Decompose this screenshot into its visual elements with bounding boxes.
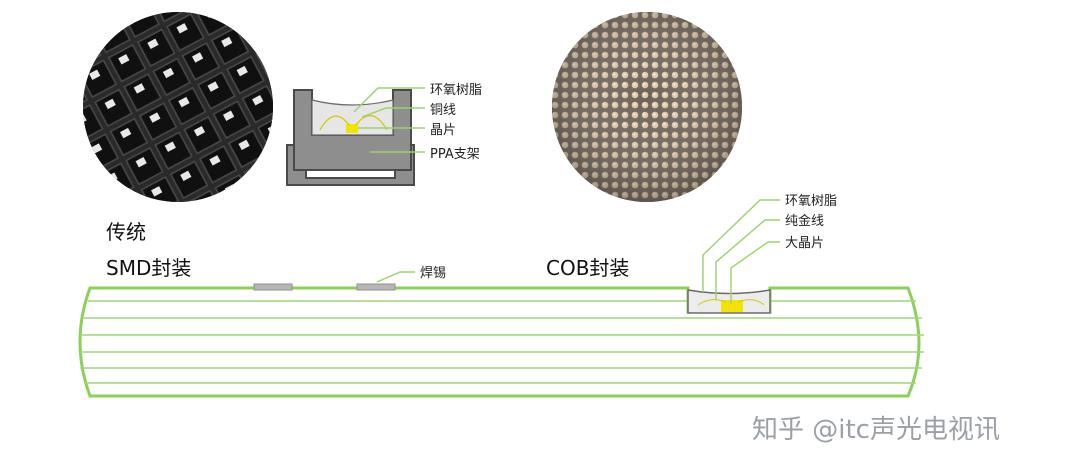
cob-title: COB封装 [546,256,630,280]
pcb-board [78,271,924,398]
smd-callout-chip: 晶片 [430,123,457,138]
smd-component-diagram [286,87,425,186]
smd-title-line1: 传统 [106,220,146,244]
smd-callout-lines [353,87,425,153]
solder-pad [253,283,293,291]
smd-chip [346,124,358,133]
cob-chip [721,300,743,312]
solder-pad [356,283,396,291]
smd-callout-epoxy: 环氧树脂 [430,83,483,98]
cob-callout-gold-wire: 纯金线 [785,214,825,229]
cob-callout-large-chip: 大晶片 [785,236,825,251]
watermark-text: 知乎 @itc声光电视讯 [752,415,1000,445]
cob-photo [552,12,742,202]
smd-title-line2: SMD封装 [106,256,192,280]
cob-callout-lines [702,199,780,304]
smd-callout-copper-wire: 铜线 [430,103,457,118]
solder-label: 焊锡 [420,266,447,281]
smd-photo [83,12,273,202]
smd-callout-ppa-bracket: PPA支架 [430,147,480,162]
cob-component-diagram [687,199,780,314]
cob-callout-epoxy: 环氧树脂 [785,194,838,209]
